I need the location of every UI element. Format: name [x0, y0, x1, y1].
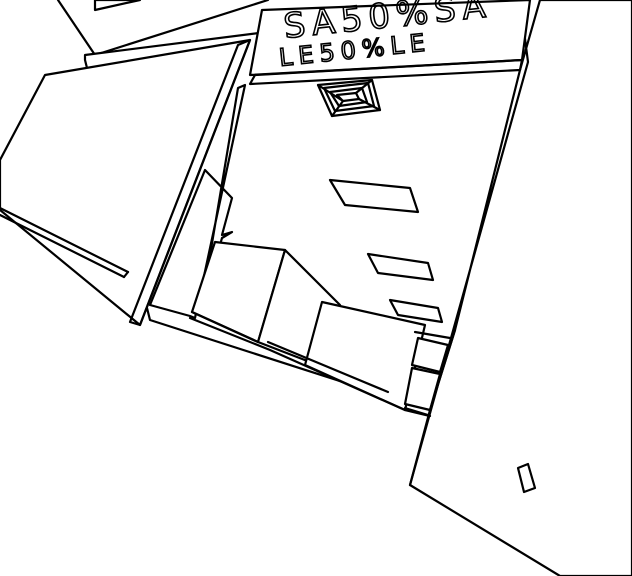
- wall-switch: [516, 462, 537, 494]
- sale-sign: SA50%SA LE50%LE: [248, 0, 532, 86]
- ceiling-light: [388, 298, 444, 324]
- back-wall: [83, 0, 632, 576]
- left-door: [0, 38, 252, 327]
- ceiling-light: [328, 178, 420, 214]
- floor-edge: [188, 316, 432, 418]
- ceiling-light: [366, 252, 435, 282]
- right-wall-edge: [408, 328, 457, 487]
- ceiling-vent: [316, 78, 382, 118]
